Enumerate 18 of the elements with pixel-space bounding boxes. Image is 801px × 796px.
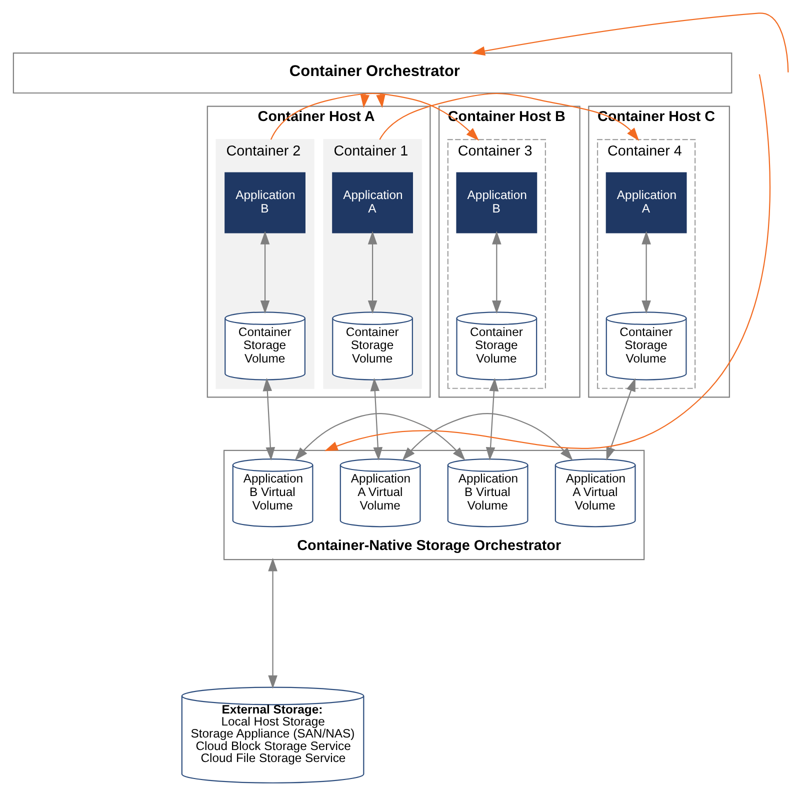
arrow [492,231,501,314]
arrow [641,231,650,314]
arrow [606,378,635,460]
node-box: Application A [605,172,686,234]
arrow [268,558,277,689]
arrow [471,12,788,72]
arrow [402,413,572,460]
node-box: Application B [456,172,537,234]
arrow [294,413,465,460]
arrow [370,378,382,461]
node-box: Container Orchestrator [12,52,732,94]
node-box: Application B [224,172,305,234]
arrow [324,74,770,452]
node-box: Application A [332,172,412,234]
arrow [262,378,275,461]
arrow [260,231,270,314]
arrow [367,231,377,314]
arrow [485,378,498,461]
